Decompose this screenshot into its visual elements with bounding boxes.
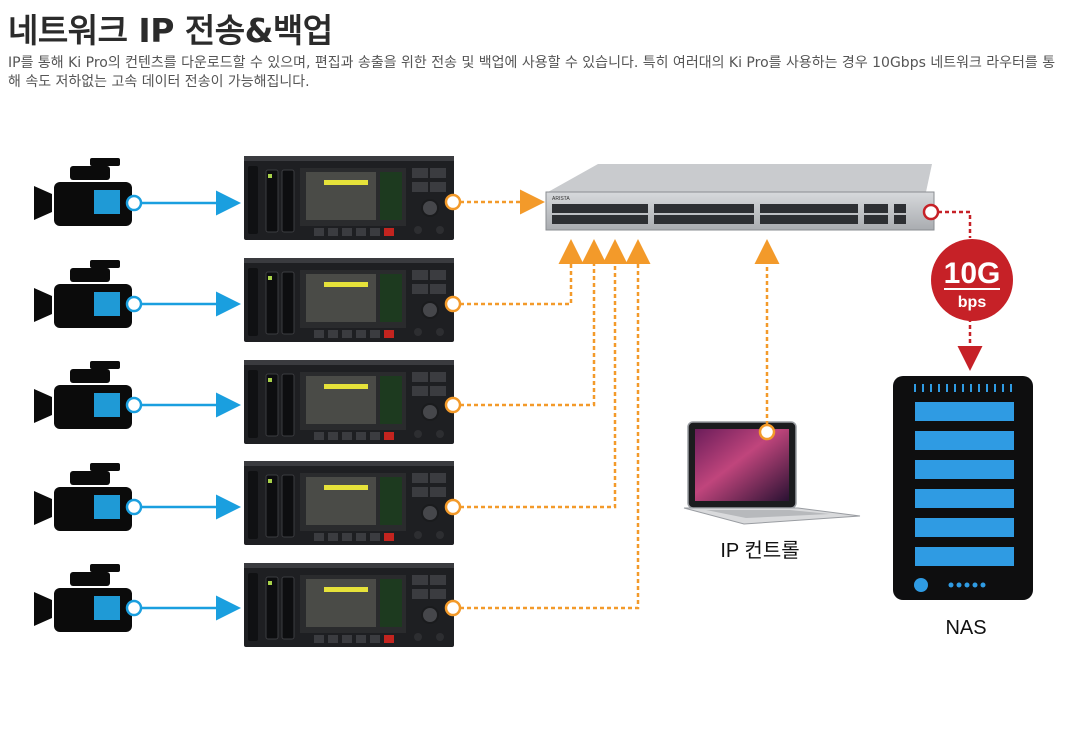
nas-storage: NAS <box>893 376 1033 639</box>
network-switch: ARISTA <box>545 164 935 231</box>
ki-pro-recorder-2 <box>243 257 455 343</box>
ki-pro-recorder-4 <box>243 460 455 546</box>
video-camera-icon <box>34 463 132 531</box>
network-link-4 <box>444 239 628 516</box>
speed-badge: 10G bps <box>931 239 1013 321</box>
laptop: IP 컨트롤 <box>683 239 861 562</box>
nas-link <box>922 203 983 371</box>
network-link-1 <box>444 189 545 215</box>
network-link-2 <box>444 239 584 313</box>
nas-server-icon <box>893 376 1033 600</box>
camera-5 <box>34 564 241 632</box>
camera-4 <box>34 463 241 531</box>
page-title: 네트워크 IP 전송&백업 <box>8 11 333 50</box>
speed-badge-unit: bps <box>958 294 987 311</box>
laptop-label: IP 컨트롤 <box>720 539 799 562</box>
ki-pro-recorder-5 <box>243 562 455 648</box>
page-description: IP를 통해 Ki Pro의 컨텐츠를 다운로드할 수 있으며, 편집과 송출을… <box>8 55 1056 90</box>
ki-pro-recorder-3 <box>243 359 455 445</box>
ki-pro-recorder-1 <box>243 155 455 241</box>
network-link-3 <box>444 239 607 414</box>
laptop-icon <box>683 421 861 525</box>
camera-2 <box>34 260 241 328</box>
network-link-5 <box>444 239 651 617</box>
speed-badge-value: 10G <box>944 257 1001 290</box>
switch-brand: ARISTA <box>552 196 570 202</box>
video-camera-icon <box>34 158 132 226</box>
nas-label: NAS <box>945 617 986 639</box>
video-camera-icon <box>34 564 132 632</box>
switch-ports <box>552 204 906 224</box>
camera-3 <box>34 361 241 429</box>
video-camera-icon <box>34 361 132 429</box>
video-camera-icon <box>34 260 132 328</box>
camera-1 <box>34 158 241 226</box>
